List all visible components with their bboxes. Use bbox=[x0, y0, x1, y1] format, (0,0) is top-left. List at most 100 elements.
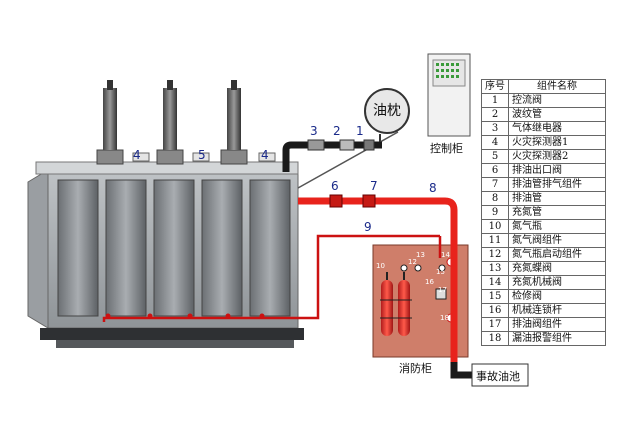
legend-row-name: 检修阀 bbox=[508, 289, 606, 304]
callout-7: 7 bbox=[370, 179, 378, 193]
legend-row-name: 气体继电器 bbox=[508, 121, 606, 136]
legend-row-num: 9 bbox=[481, 205, 509, 220]
legend-row-name: 氮气阀组件 bbox=[508, 233, 606, 248]
conservator bbox=[297, 88, 410, 189]
callout-13: 13 bbox=[416, 251, 425, 259]
callout-9: 9 bbox=[364, 220, 372, 234]
legend-row-name: 火灾探测器1 bbox=[508, 135, 606, 150]
callout-16: 16 bbox=[425, 278, 434, 286]
legend-row-name: 机械连锁杆 bbox=[508, 303, 606, 318]
legend-row-name: 充氮机械阀 bbox=[508, 275, 606, 290]
legend-row-num: 6 bbox=[481, 163, 509, 178]
control-cabinet-label: 控制柜 bbox=[430, 142, 463, 155]
fire-detector-1 bbox=[132, 152, 150, 162]
flow-control-valve bbox=[363, 139, 375, 151]
callout-1: 1 bbox=[356, 124, 364, 138]
legend-row-num: 12 bbox=[481, 247, 509, 262]
legend-row-num: 8 bbox=[481, 191, 509, 206]
callout-18: 18 bbox=[440, 314, 449, 322]
legend-row-num: 5 bbox=[481, 149, 509, 164]
fire-detector-3 bbox=[258, 152, 276, 162]
control-cabinet bbox=[427, 53, 471, 137]
legend-row-name: 控流阀 bbox=[508, 93, 606, 108]
gas-relay-pipe bbox=[282, 139, 382, 172]
oil-pool-label: 事故油池 bbox=[476, 370, 520, 383]
bushing-2 bbox=[156, 80, 184, 165]
legend-row-name: 火灾探测器2 bbox=[508, 149, 606, 164]
transformer bbox=[27, 80, 304, 348]
legend-row-name: 氮气瓶 bbox=[508, 219, 606, 234]
callout-14: 14 bbox=[441, 251, 450, 259]
callout-15: 15 bbox=[436, 268, 445, 276]
callout-4b: 4 bbox=[261, 148, 269, 162]
callout-2: 2 bbox=[333, 124, 341, 138]
callout-17: 17 bbox=[438, 286, 447, 294]
bellows bbox=[339, 139, 355, 151]
legend-row-num: 17 bbox=[481, 317, 509, 332]
radiator-fins bbox=[57, 179, 291, 317]
legend-row-name: 充氮管 bbox=[508, 205, 606, 220]
legend-row-name: 排油管排气组件 bbox=[508, 177, 606, 192]
drain-vent-assembly bbox=[362, 194, 376, 208]
legend-row-num: 2 bbox=[481, 107, 509, 122]
callout-6: 6 bbox=[331, 179, 339, 193]
callout-12: 12 bbox=[408, 258, 417, 266]
callout-8: 8 bbox=[429, 181, 437, 195]
legend-row-num: 10 bbox=[481, 219, 509, 234]
legend-row-name: 排油阀组件 bbox=[508, 317, 606, 332]
callout-4a: 4 bbox=[133, 148, 141, 162]
fire-cabinet-label: 消防柜 bbox=[399, 362, 432, 375]
legend-row-num: 1 bbox=[481, 93, 509, 108]
bushing-3 bbox=[220, 80, 248, 165]
legend-row-num: 15 bbox=[481, 289, 509, 304]
legend-row-name: 漏油报警组件 bbox=[508, 331, 606, 346]
legend-row-num: 16 bbox=[481, 303, 509, 318]
legend-row-name: 氮气瓶启动组件 bbox=[508, 247, 606, 262]
conservator-label: 油枕 bbox=[373, 103, 401, 119]
legend-row-num: 13 bbox=[481, 261, 509, 276]
legend-row-num: 18 bbox=[481, 331, 509, 346]
bushing-1 bbox=[96, 80, 124, 165]
legend-row-num: 14 bbox=[481, 275, 509, 290]
callout-5: 5 bbox=[198, 148, 206, 162]
callout-3: 3 bbox=[310, 124, 318, 138]
oil-drain-pipe bbox=[298, 194, 472, 379]
legend-header-num: 序号 bbox=[481, 79, 509, 94]
legend-header-name: 组件名称 bbox=[508, 79, 606, 94]
legend-row-name: 排油管 bbox=[508, 191, 606, 206]
legend-header-row: 序号 组件名称 bbox=[481, 79, 606, 94]
legend-row-name: 充氮蝶阀 bbox=[508, 261, 606, 276]
legend-row-num: 7 bbox=[481, 177, 509, 192]
nitrogen-pipe bbox=[102, 234, 442, 322]
callout-10: 10 bbox=[376, 262, 385, 270]
oil-pool-box bbox=[471, 363, 529, 387]
gas-relay bbox=[307, 139, 325, 151]
legend-row-name: 波纹管 bbox=[508, 107, 606, 122]
legend-row-num: 3 bbox=[481, 121, 509, 136]
fire-detector-2 bbox=[192, 152, 210, 162]
drain-outlet-valve bbox=[329, 194, 343, 208]
legend-row-num: 4 bbox=[481, 135, 509, 150]
nitrogen-bottles bbox=[380, 272, 412, 336]
legend-row-num: 11 bbox=[481, 233, 509, 248]
